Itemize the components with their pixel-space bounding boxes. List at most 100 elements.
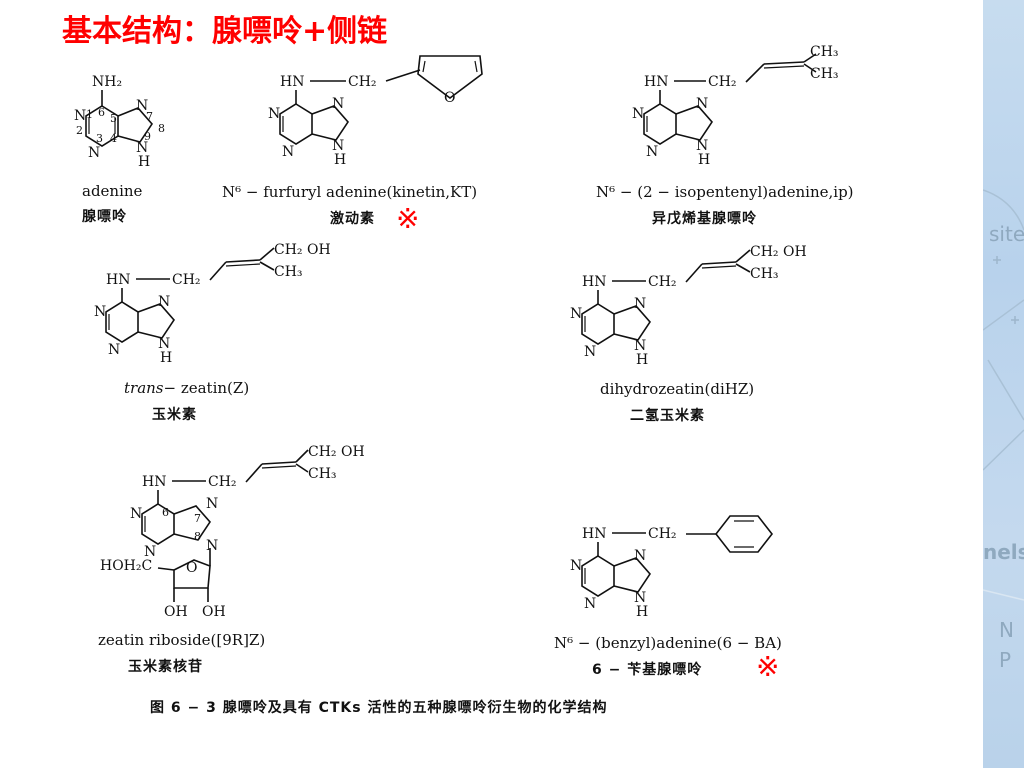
svg-text:3: 3: [96, 132, 103, 145]
svg-text:CH₂ OH: CH₂ OH: [308, 444, 365, 460]
svg-text:H: H: [698, 152, 710, 168]
panel-sketch-graphic: [983, 189, 1024, 601]
svg-text:N: N: [634, 338, 646, 354]
kinetin-name-en: N⁶ − furfuryl adenine(kinetin,KT): [222, 183, 478, 201]
svg-text:H: H: [138, 154, 150, 170]
svg-text:N: N: [332, 96, 344, 112]
svg-text:CH₃: CH₃: [274, 264, 303, 280]
svg-text:2: 2: [76, 124, 83, 137]
svg-text:CH₃: CH₃: [810, 44, 839, 60]
svg-text:CH₂ OH: CH₂ OH: [274, 242, 331, 258]
svg-text:N: N: [108, 342, 120, 358]
side-decoration-panel: site nels N P: [983, 0, 1024, 768]
svg-text:OH: OH: [164, 604, 188, 620]
svg-text:CH₂ OH: CH₂ OH: [750, 244, 807, 260]
svg-text:CH₂: CH₂: [172, 272, 201, 288]
adenine-structure: NH₂ N N N N H 1 2 3 4 5 6 7 8 9: [74, 74, 165, 170]
svg-text:6: 6: [98, 106, 105, 119]
svg-text:7: 7: [146, 110, 153, 123]
svg-text:HN: HN: [582, 526, 606, 542]
svg-text:H: H: [636, 352, 648, 368]
riboside-name-cn: 玉米素核苷: [128, 659, 203, 675]
svg-text:N: N: [88, 145, 100, 161]
svg-text:H: H: [160, 350, 172, 366]
svg-text:N: N: [136, 140, 148, 156]
svg-text:1: 1: [86, 108, 93, 121]
ba-highlight-mark: ※: [756, 650, 780, 683]
svg-text:CH₂: CH₂: [348, 74, 377, 90]
svg-text:N: N: [584, 596, 596, 612]
riboside-name-en: zeatin riboside([9R]Z): [98, 631, 266, 649]
ip-name-cn: 异戊烯基腺嘌呤: [652, 211, 757, 227]
svg-text:N: N: [634, 296, 646, 312]
svg-text:OH: OH: [202, 604, 226, 620]
svg-text:HN: HN: [644, 74, 668, 90]
slide-title: 基本结构：腺嘌呤+侧链: [62, 14, 388, 49]
figure-caption: 图 6 − 3 腺嘌呤及具有 CTKs 活性的五种腺嘌呤衍生物的化学结构: [150, 700, 608, 716]
svg-text:CH₂: CH₂: [708, 74, 737, 90]
ba-name-en: N⁶ − (benzyl)adenine(6 − BA): [554, 634, 782, 652]
svg-text:CH₃: CH₃: [750, 266, 779, 282]
adenine-name-en: adenine: [82, 182, 143, 200]
svg-text:H: H: [334, 152, 346, 168]
svg-text:N: N: [94, 304, 106, 320]
svg-text:N: N: [144, 544, 156, 560]
svg-text:N: N: [136, 98, 148, 114]
ip-name-en: N⁶ − (2 − isopentenyl)adenine,ip): [596, 183, 854, 201]
svg-text:O: O: [186, 560, 197, 576]
dihydrozeatin-structure: HN CH₂ CH₂ OH CH₃ N N N N H: [570, 244, 807, 368]
zeatin-riboside-structure: HN CH₂ CH₂ OH CH₃ N N N N 6 7 8 O HOH₂C …: [100, 444, 365, 620]
svg-text:N: N: [130, 506, 142, 522]
svg-text:CH₂: CH₂: [208, 474, 237, 490]
svg-text:N: N: [282, 144, 294, 160]
panel-text-site: site: [989, 222, 1024, 246]
svg-text:HN: HN: [582, 274, 606, 290]
panel-text-p: P: [999, 648, 1012, 672]
svg-text:N: N: [332, 138, 344, 154]
svg-text:NH₂: NH₂: [92, 74, 122, 90]
svg-text:N: N: [74, 108, 86, 124]
svg-text:9: 9: [144, 130, 151, 143]
svg-text:CH₂: CH₂: [648, 526, 677, 542]
svg-text:CH₂: CH₂: [648, 274, 677, 290]
svg-text:5: 5: [110, 112, 117, 125]
svg-text:CH₃: CH₃: [308, 466, 337, 482]
zeatin-structure: HN CH₂ CH₂ OH CH₃ N N N N H: [94, 242, 331, 366]
panel-text-n: N: [999, 618, 1014, 642]
benzyladenine-structure: HN CH₂ N N N N H: [570, 515, 774, 620]
svg-text:8: 8: [194, 530, 201, 543]
svg-text:HOH₂C: HOH₂C: [100, 558, 152, 574]
svg-text:HN: HN: [280, 74, 304, 90]
svg-text:N: N: [158, 336, 170, 352]
svg-text:HN: HN: [106, 272, 130, 288]
dihz-name-en: dihydrozeatin(diHZ): [600, 380, 755, 398]
kinetin-name-cn: 激动素: [330, 211, 375, 227]
svg-text:N: N: [646, 144, 658, 160]
kinetin-highlight-mark: ※: [396, 202, 420, 235]
svg-text:N: N: [570, 306, 582, 322]
zeatin-name-rest: − zeatin(Z): [163, 379, 250, 397]
svg-text:CH₃: CH₃: [810, 66, 839, 82]
panel-text-nels: nels: [983, 540, 1024, 564]
svg-text:4: 4: [110, 132, 117, 145]
isopentenyl-adenine-structure: HN CH₂ CH₃ CH₃ N N N N H: [632, 44, 839, 168]
zeatin-name-cn: 玉米素: [152, 407, 197, 423]
svg-text:7: 7: [194, 512, 201, 525]
svg-text:N: N: [634, 590, 646, 606]
svg-text:N: N: [158, 294, 170, 310]
svg-text:N: N: [570, 558, 582, 574]
svg-text:HN: HN: [142, 474, 166, 490]
svg-text:N: N: [268, 106, 280, 122]
svg-text:6: 6: [162, 506, 169, 519]
svg-text:N: N: [696, 96, 708, 112]
kinetin-structure: HN CH₂ O N N N N H: [268, 55, 483, 168]
svg-text:N: N: [696, 138, 708, 154]
dihz-name-cn: 二氢玉米素: [630, 408, 705, 424]
svg-text:N: N: [584, 344, 596, 360]
svg-text:N: N: [634, 548, 646, 564]
adenine-name-cn: 腺嘌呤: [82, 209, 127, 225]
svg-text:O: O: [444, 90, 455, 106]
svg-text:8: 8: [158, 122, 165, 135]
svg-text:N: N: [206, 538, 218, 554]
svg-text:H: H: [636, 604, 648, 620]
